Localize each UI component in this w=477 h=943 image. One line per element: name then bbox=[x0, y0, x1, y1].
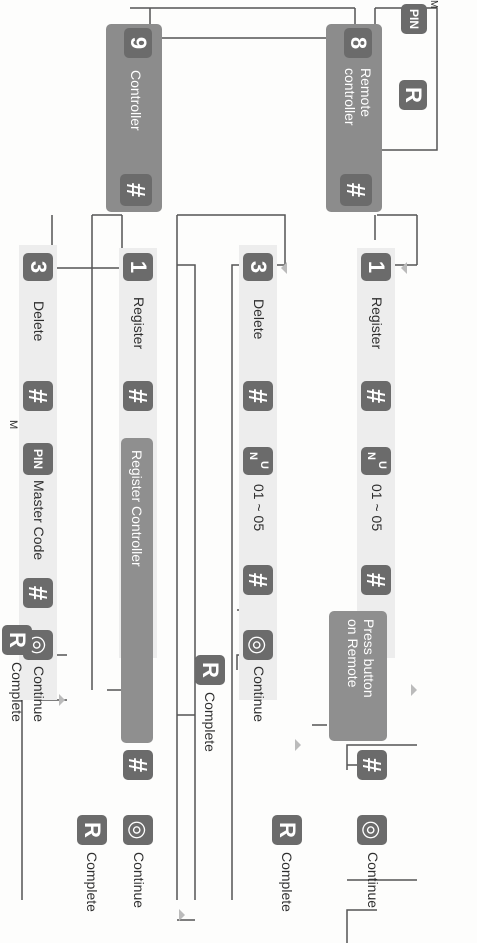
controller-delete-hash-label: # bbox=[23, 388, 54, 404]
remote-hash-label: # bbox=[341, 182, 372, 198]
controller-delete-reset-icon: R bbox=[2, 625, 32, 655]
pin-label: PIN bbox=[407, 8, 421, 29]
controller-register-action-label: Register Controller bbox=[129, 450, 145, 567]
controller-delete-pin-box: PIN bbox=[23, 443, 53, 475]
remote-delete-number-label: 3 bbox=[246, 260, 271, 274]
controller-delete-complete-label: Complete bbox=[9, 662, 25, 722]
remote-press-button-box: Press button on Remote bbox=[329, 611, 387, 741]
remote-register-reset-icon: R bbox=[272, 815, 302, 845]
controller-register-reset-icon: R bbox=[77, 815, 107, 845]
remote-register-label: Register bbox=[369, 297, 385, 350]
controller-delete-continue-label: Continue bbox=[31, 666, 47, 723]
pin-superscript: M bbox=[428, 0, 439, 9]
remote-delete-hash-label: # bbox=[243, 388, 274, 404]
remote-register-hash-2: # bbox=[361, 565, 392, 595]
remote-register-hash-2-label: # bbox=[361, 572, 392, 588]
controller-delete-pin-label: PIN bbox=[31, 448, 45, 469]
controller-register-hash: # bbox=[123, 381, 154, 411]
remote-controller-block: 8 Remote controller # bbox=[326, 24, 382, 212]
remote-delete-reset-icon: R bbox=[195, 655, 225, 685]
remote-delete-un-bottom: N bbox=[247, 452, 259, 460]
remote-register-continue-label: Continue bbox=[365, 852, 381, 909]
controller-delete-number-label: 3 bbox=[26, 260, 51, 274]
controller-title: Controller bbox=[128, 70, 144, 131]
controller-register-hash-2: # bbox=[123, 750, 154, 780]
remote-register-continue-icon: ◎ bbox=[357, 815, 387, 845]
remote-register-un-top: U bbox=[376, 461, 388, 469]
remote-delete-un-top: U bbox=[258, 461, 270, 469]
remote-delete-reset-label: R bbox=[198, 662, 223, 678]
remote-press-button-label: Press button on Remote bbox=[345, 619, 377, 698]
controller-delete-reset-label: R bbox=[5, 632, 30, 648]
remote-register-hash-3-label: # bbox=[357, 757, 388, 773]
remote-delete-continue-icon: ◎ bbox=[243, 630, 273, 660]
remote-hash: # bbox=[340, 174, 372, 206]
remote-delete-range: 01 ~ 05 bbox=[251, 484, 267, 532]
remote-delete-hash-2-label: # bbox=[243, 572, 274, 588]
remote-delete-complete-label: Complete bbox=[202, 692, 218, 752]
controller-register-continue-label: Continue bbox=[131, 852, 147, 909]
continue-icon: ◎ bbox=[360, 820, 385, 840]
remote-register-hash-3: # bbox=[357, 750, 388, 780]
remote-delete-number: 3 bbox=[243, 253, 273, 281]
controller-register-hash-label: # bbox=[123, 388, 154, 404]
remote-delete-hash-2: # bbox=[243, 565, 274, 595]
remote-register-complete-label: Complete bbox=[279, 852, 295, 912]
remote-register-reset-label: R bbox=[275, 822, 300, 838]
remote-register-number: 1 bbox=[361, 253, 391, 281]
continue-icon: ◎ bbox=[246, 635, 271, 655]
controller-delete-pin-superscript: M bbox=[7, 420, 19, 430]
controller-delete-hash-2-label: # bbox=[23, 585, 54, 601]
controller-delete-number: 3 bbox=[23, 253, 53, 281]
controller-hash: # bbox=[120, 174, 152, 206]
controller-register-number: 1 bbox=[123, 253, 153, 281]
controller-hash-label: # bbox=[121, 182, 152, 198]
controller-register-action-box: Register Controller bbox=[121, 438, 153, 743]
remote-number: 8 bbox=[346, 36, 371, 50]
reset-label: R bbox=[401, 87, 426, 103]
controller-register-hash-2-label: # bbox=[123, 757, 154, 773]
controller-register-reset-label: R bbox=[80, 822, 105, 838]
remote-register-un-bottom: N bbox=[365, 452, 377, 460]
controller-delete-label: Delete bbox=[31, 301, 47, 342]
controller-delete-hash-2: # bbox=[23, 578, 54, 608]
controller-delete-master-code: Master Code bbox=[31, 480, 47, 561]
remote-register-number-label: 1 bbox=[364, 260, 389, 274]
remote-title: Remote controller bbox=[342, 68, 374, 126]
reset-box: R bbox=[399, 80, 427, 110]
controller-register-label: Register bbox=[131, 297, 147, 350]
remote-delete-hash: # bbox=[243, 381, 274, 411]
remote-register-range: 01 ~ 05 bbox=[369, 484, 385, 532]
controller-register-continue-icon: ◎ bbox=[123, 815, 153, 845]
remote-register-un-icon: U N bbox=[361, 447, 391, 475]
remote-delete-continue-label: Continue bbox=[251, 666, 267, 723]
controller-number-badge: 9 bbox=[124, 28, 152, 58]
controller-block: 9 Controller # bbox=[106, 24, 162, 212]
remote-delete-un-icon: U N bbox=[243, 447, 273, 475]
continue-icon: ◎ bbox=[126, 820, 151, 840]
remote-register-hash: # bbox=[361, 381, 392, 411]
controller-register-number-label: 1 bbox=[126, 260, 151, 274]
pin-box: PIN bbox=[401, 4, 427, 34]
remote-number-badge: 8 bbox=[344, 28, 372, 58]
controller-delete-hash: # bbox=[23, 381, 54, 411]
controller-register-complete-label: Complete bbox=[84, 852, 100, 912]
remote-delete-label: Delete bbox=[251, 299, 267, 340]
remote-register-hash-label: # bbox=[361, 388, 392, 404]
controller-number: 9 bbox=[126, 36, 151, 50]
